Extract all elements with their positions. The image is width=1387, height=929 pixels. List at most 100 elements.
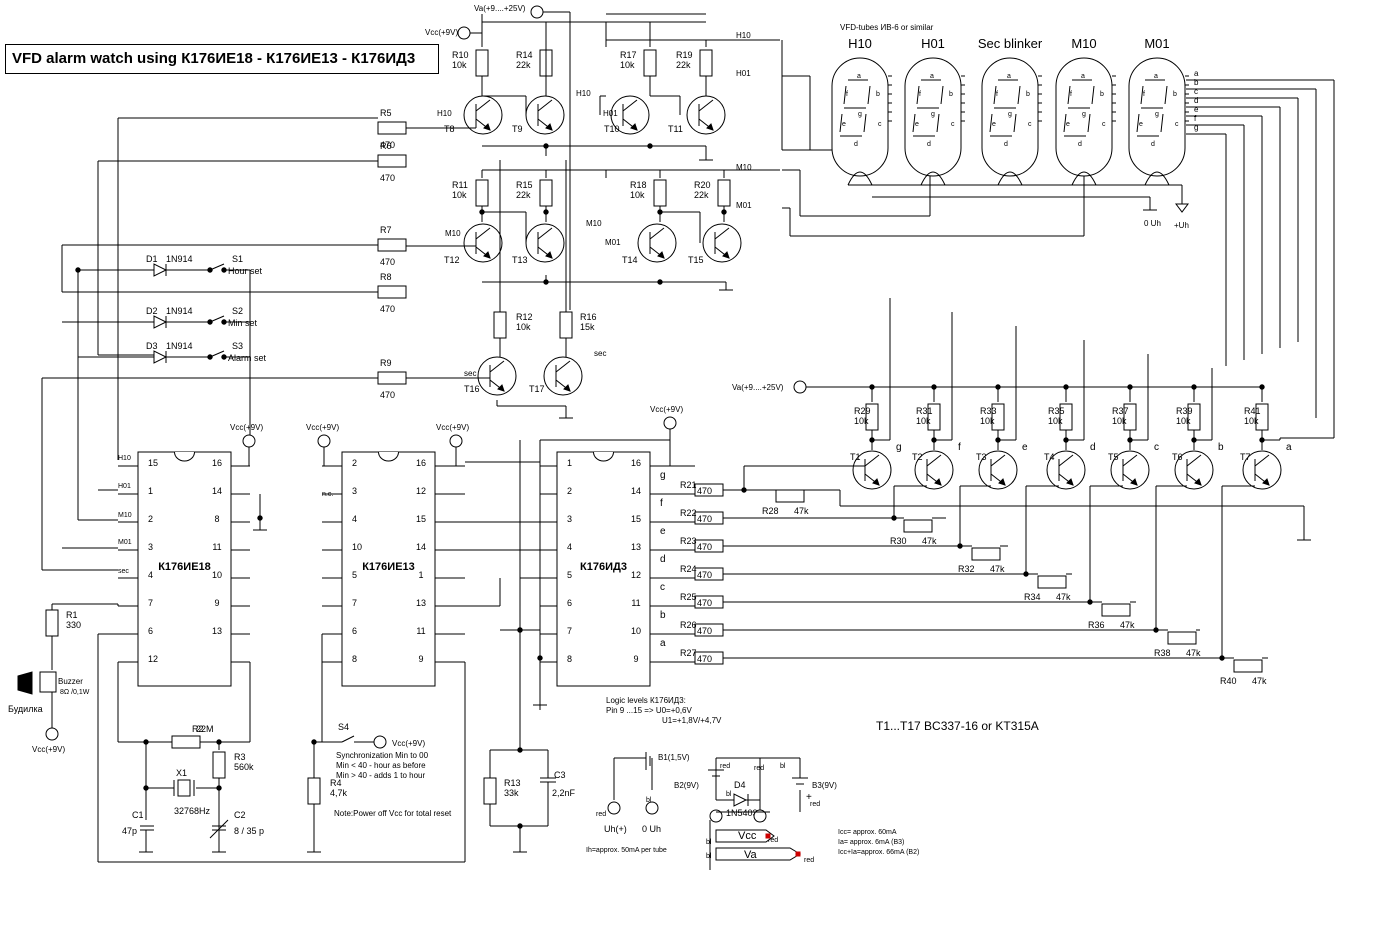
resistor-ref: R29 (854, 406, 871, 416)
resistor-R2 (171, 735, 201, 749)
resistor (377, 154, 407, 168)
segment-f (1067, 85, 1071, 105)
segment-f (993, 85, 997, 105)
junction-dot (75, 267, 81, 273)
terminal (457, 26, 471, 40)
resistor-value: 470 (697, 542, 712, 552)
transistor-T16 (477, 356, 517, 396)
resistor-value: 22k (676, 60, 691, 70)
bus-letter: a (1194, 69, 1199, 78)
emitter-arrow (483, 123, 491, 131)
transistor-label: T9 (512, 124, 523, 134)
resistor-ref: R7 (380, 225, 392, 235)
buzzer-icon (17, 671, 33, 695)
resistor-ref: R26 (680, 620, 697, 630)
pin-number: 13 (631, 542, 641, 552)
transistor-collector (1122, 454, 1138, 467)
uh-label: +Uh (1174, 221, 1189, 230)
diode-ref: D4 (734, 780, 746, 790)
pin-number: 4 (567, 542, 572, 552)
wire-color: red (768, 837, 778, 844)
terminal (45, 727, 59, 741)
seg-letter: f (846, 91, 848, 98)
terminal (793, 380, 807, 394)
resistor-value: 47k (1186, 648, 1201, 658)
buzzer-label: Buzzer (58, 677, 83, 686)
diode-ref: D3 (146, 341, 158, 351)
transistor-collector (714, 227, 730, 240)
resistor (903, 519, 933, 533)
resistor-value: 22M (196, 724, 214, 734)
diode-D4 (733, 793, 748, 807)
resistor-ref: R16 (580, 312, 597, 322)
transistor-collector (990, 454, 1006, 467)
resistor (971, 547, 1001, 561)
pin-number: 8 (214, 514, 219, 524)
resistor-value: 470 (380, 304, 395, 314)
transistor-T6 (1174, 450, 1214, 490)
pin-number: 7 (567, 626, 572, 636)
segment-label: b (1218, 442, 1224, 453)
resistor-value: 470 (697, 654, 712, 664)
battery-label: B2(9V) (674, 781, 699, 790)
cap-ref: C2 (234, 810, 246, 820)
resistor (475, 179, 489, 207)
junction-dot (216, 785, 222, 791)
pin-number: 15 (148, 458, 158, 468)
emitter-arrow (545, 251, 553, 259)
battery-label: B1(1,5V) (658, 753, 690, 762)
pin-number: 12 (631, 570, 641, 580)
wire-color: bl (780, 763, 786, 770)
pin-number: 5 (567, 570, 572, 580)
resistor (699, 49, 713, 77)
junction-dot (207, 319, 213, 325)
seg-letter: f (1070, 91, 1072, 98)
s4-note-line: Synchronization Min to 00 (336, 751, 429, 760)
resistor (377, 121, 407, 135)
resistor-ref: R38 (1154, 648, 1171, 658)
segment-b (1091, 85, 1095, 105)
vfd-tube-name: Sec blinker (978, 36, 1043, 51)
bus-letter: d (1194, 96, 1198, 105)
bus-letter: g (1194, 123, 1198, 132)
resistor-ref: R25 (680, 592, 697, 602)
pin-number: 15 (631, 514, 641, 524)
segment-label: e (1022, 442, 1028, 453)
pin-number: 11 (416, 626, 425, 636)
emitter-arrow (545, 123, 553, 131)
pin-number: 15 (416, 514, 426, 524)
logic-note-line: Pin 9 ...15 => U0=+0,6V (606, 706, 693, 715)
resistor (643, 49, 657, 77)
switch-ref: S4 (338, 722, 349, 732)
chip-notch (378, 451, 399, 462)
resistor (775, 489, 805, 503)
segment-b (1164, 85, 1168, 105)
resistor-ref: R14 (516, 50, 533, 60)
signal-label: H10 (437, 109, 452, 118)
resistor (493, 311, 507, 339)
pin-number: 14 (631, 486, 641, 496)
resistor-ref: R33 (980, 406, 997, 416)
transistor-label: T2 (912, 452, 923, 462)
segment-e (989, 113, 993, 133)
pin-number: 12 (416, 486, 426, 496)
seg-letter: g (1155, 111, 1159, 118)
junction-dot (721, 209, 727, 215)
uh-plus-label: Uh(+) (604, 824, 627, 834)
transistor-label: T7 (1240, 452, 1251, 462)
transistor-T1 (852, 450, 892, 490)
wire-color: bl (706, 839, 712, 846)
diode (153, 350, 168, 364)
resistor-R4 (307, 777, 321, 805)
segment-label: g (896, 442, 902, 453)
reset-note: Note:Power off Vcc for total reset (334, 809, 452, 818)
chip-notch (174, 451, 195, 462)
segment-label: a (1286, 442, 1292, 453)
junction-dot (143, 785, 149, 791)
seg-letter: c (1102, 121, 1106, 128)
red-marker (795, 851, 801, 857)
transistor-label: T15 (688, 255, 704, 265)
battery-label: B3(9V) (812, 781, 837, 790)
uh-zero-label: 0 Uh (642, 824, 661, 834)
diode-type: 1N914 (166, 306, 193, 316)
